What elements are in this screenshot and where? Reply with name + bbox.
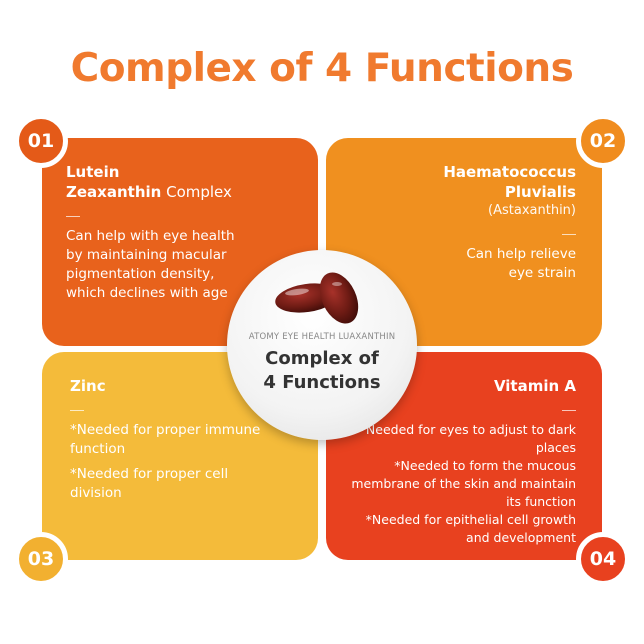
page-title: Complex of 4 Functions	[70, 46, 574, 91]
divider	[66, 216, 80, 217]
divider	[70, 410, 84, 411]
card-title: Zinc	[70, 377, 106, 395]
badge-02: 02	[576, 114, 630, 168]
card-text: Can help relieve eye strain	[466, 246, 576, 281]
card-text: *Needed for proper cell division	[70, 466, 229, 501]
card-title: Vitamin A	[493, 377, 576, 395]
softgel-capsules-icon	[275, 272, 359, 324]
brand-text: ATOMY EYE HEALTH LUAXANTHIN	[248, 332, 396, 342]
card-text: *Needed for epithelial cell growth and d…	[365, 512, 576, 545]
divider	[562, 234, 576, 235]
card-subtitle: (Astaxanthin)	[488, 203, 576, 218]
card-text: *Needed for eyes to adjust to dark place…	[359, 422, 576, 455]
card-text: Can help with eye health by maintaining …	[66, 228, 235, 301]
divider	[562, 410, 576, 411]
card-vitamin-a: Vitamin A *Needed for eyes to adjust to …	[326, 352, 602, 560]
card-text: *Needed to form the mucous membrane of t…	[351, 458, 576, 509]
card-text: *Needed for proper immune function	[70, 422, 261, 457]
badge-01: 01	[14, 114, 68, 168]
badge-04: 04	[576, 532, 630, 586]
badge-03: 03	[14, 532, 68, 586]
